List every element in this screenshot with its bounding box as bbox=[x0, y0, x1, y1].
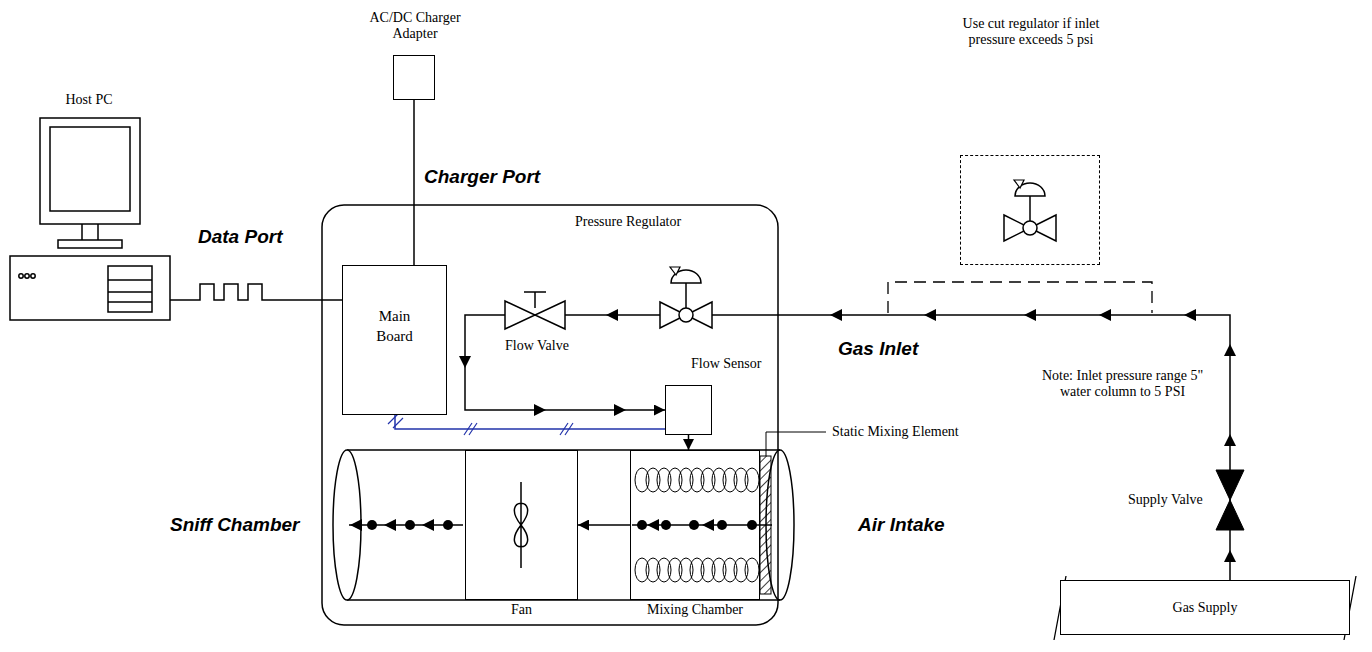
air-tube bbox=[333, 450, 794, 600]
component-label: Static Mixing Element bbox=[832, 424, 959, 440]
flow-valve-symbol bbox=[505, 292, 565, 329]
gas-feed-arrow bbox=[688, 435, 690, 450]
port-label: Air Intake bbox=[858, 514, 945, 536]
bypass-line bbox=[888, 282, 1152, 313]
cut-regulator-symbol bbox=[1004, 180, 1056, 241]
flow-arrows bbox=[459, 309, 1236, 562]
wire-marks bbox=[388, 414, 573, 435]
air-flow bbox=[349, 519, 772, 531]
node-label: Main Board bbox=[365, 306, 425, 346]
node-label: Fan bbox=[511, 602, 532, 618]
port-label: Sniff Chamber bbox=[170, 514, 300, 536]
node-label: Flow Sensor bbox=[691, 356, 761, 372]
note-heading: Use cut regulator if inlet pressure exce… bbox=[941, 16, 1121, 48]
charger-adapter-box: AC/DC Charger Adapter bbox=[393, 55, 435, 100]
host-pc-drawing bbox=[10, 118, 170, 320]
flow-sensor-box: Flow Sensor bbox=[665, 385, 712, 435]
supply-valve-symbol bbox=[1216, 470, 1244, 530]
note: Note: Inlet pressure range 5" water colu… bbox=[1040, 368, 1205, 400]
power-cable bbox=[413, 100, 415, 265]
mixing-chamber-box: Mixing Chamber bbox=[630, 450, 760, 600]
signal-wire bbox=[395, 415, 665, 429]
port-label: Charger Port bbox=[424, 166, 540, 188]
fan-symbol bbox=[514, 482, 527, 568]
fan-box: Fan bbox=[465, 450, 578, 600]
air-flow-arrow bbox=[578, 524, 630, 526]
housing bbox=[322, 205, 778, 625]
node-label: Host PC bbox=[8, 92, 170, 108]
pressure-regulator-symbol bbox=[660, 267, 712, 328]
gas-line bbox=[465, 315, 1230, 580]
gas-supply-box: Gas Supply bbox=[1060, 580, 1350, 635]
main-board-box: Main Board bbox=[342, 265, 447, 415]
data-cable bbox=[170, 284, 342, 300]
port-label: Gas Inlet bbox=[838, 338, 918, 360]
component-label: Flow Valve bbox=[505, 338, 569, 354]
node-label: Gas Supply bbox=[1173, 600, 1238, 616]
leader-line bbox=[766, 432, 826, 456]
host-pc: Host PC bbox=[8, 92, 170, 324]
component-label: Pressure Regulator bbox=[575, 214, 681, 230]
port-label: Data Port bbox=[198, 226, 282, 248]
cut-regulator-box: Use cut regulator if inlet pressure exce… bbox=[960, 155, 1100, 265]
node-label: Mixing Chamber bbox=[647, 602, 743, 618]
component-label: Supply Valve bbox=[1128, 492, 1203, 508]
break-marks bbox=[1054, 576, 1356, 640]
node-label: AC/DC Charger Adapter bbox=[355, 10, 475, 42]
